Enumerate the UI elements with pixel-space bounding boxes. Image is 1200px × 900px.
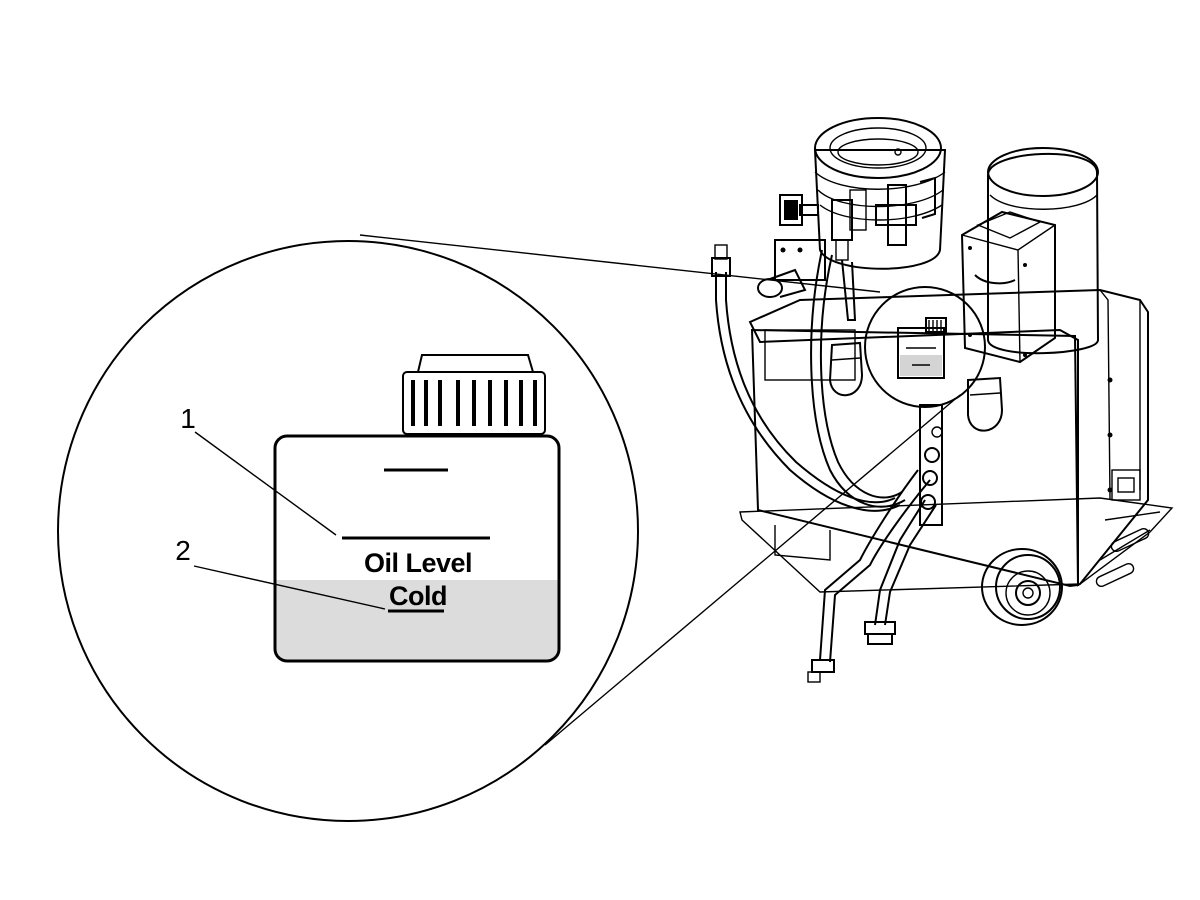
callout-leader	[194, 431, 337, 536]
callout-2: 2	[175, 535, 386, 610]
electrical-connector	[779, 194, 819, 226]
oil-level-label: Oil Level	[364, 548, 472, 578]
magnifier-leader-top	[359, 234, 881, 293]
callout-leader	[193, 565, 386, 610]
sight-glass-small	[897, 317, 947, 379]
wheel	[981, 548, 1063, 626]
sight-glass: Oil Level Cold	[273, 354, 561, 663]
magnified-view: Oil Level Cold 1 2	[57, 234, 961, 822]
cold-label: Cold	[389, 581, 447, 611]
magnifier-circle	[57, 240, 639, 822]
magnifier-leader-bottom	[544, 394, 961, 746]
sight-glass-body	[273, 434, 561, 663]
callout-1: 1	[180, 403, 337, 536]
hydraulic-power-unit	[711, 117, 1174, 683]
sight-glass-cap	[402, 371, 546, 435]
callout-number: 1	[180, 403, 196, 434]
callout-number: 2	[175, 535, 191, 566]
